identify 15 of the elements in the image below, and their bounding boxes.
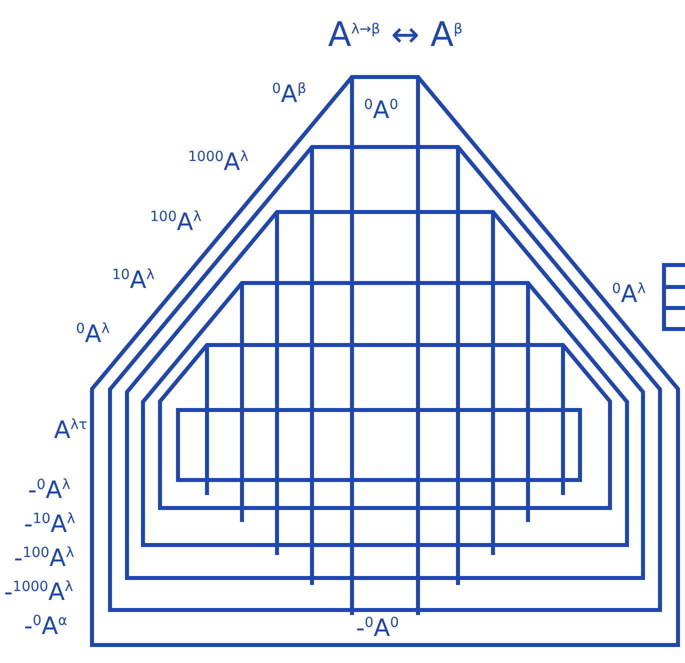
frame-label: -$^{100}$A$^{λ}$ [14,546,74,570]
formula-heading: A$^{λ→β}$ ↔ A$^{β}$ [328,18,463,52]
frame-label: -$^{1000}$A$^{λ}$ [4,580,74,604]
frame-label: -$^{10}$A$^{λ}$ [24,512,76,536]
frame-label: -$^{0}$A$^{α}$ [24,614,68,638]
frame-label: $^{0}$A$^{λ}$ [76,322,110,346]
frame-label: $^{0}$A$^{λ}$ [612,282,646,306]
frame-label: -$^{0}$A$^{0}$ [356,616,399,640]
frame-label: $^{10}$A$^{λ}$ [112,268,155,292]
frame-label: $^{0}$A$^{β}$ [272,82,306,106]
frame-label: -$^{0}$A$^{λ}$ [28,478,70,502]
frame-label: $^{100}$A$^{λ}$ [150,210,202,234]
frame-label: $^{1000}$A$^{λ}$ [188,150,248,174]
frame-label: A$^{λτ}$ [54,418,88,442]
frame-label: $^{0}$A$^{0}$ [364,98,398,122]
